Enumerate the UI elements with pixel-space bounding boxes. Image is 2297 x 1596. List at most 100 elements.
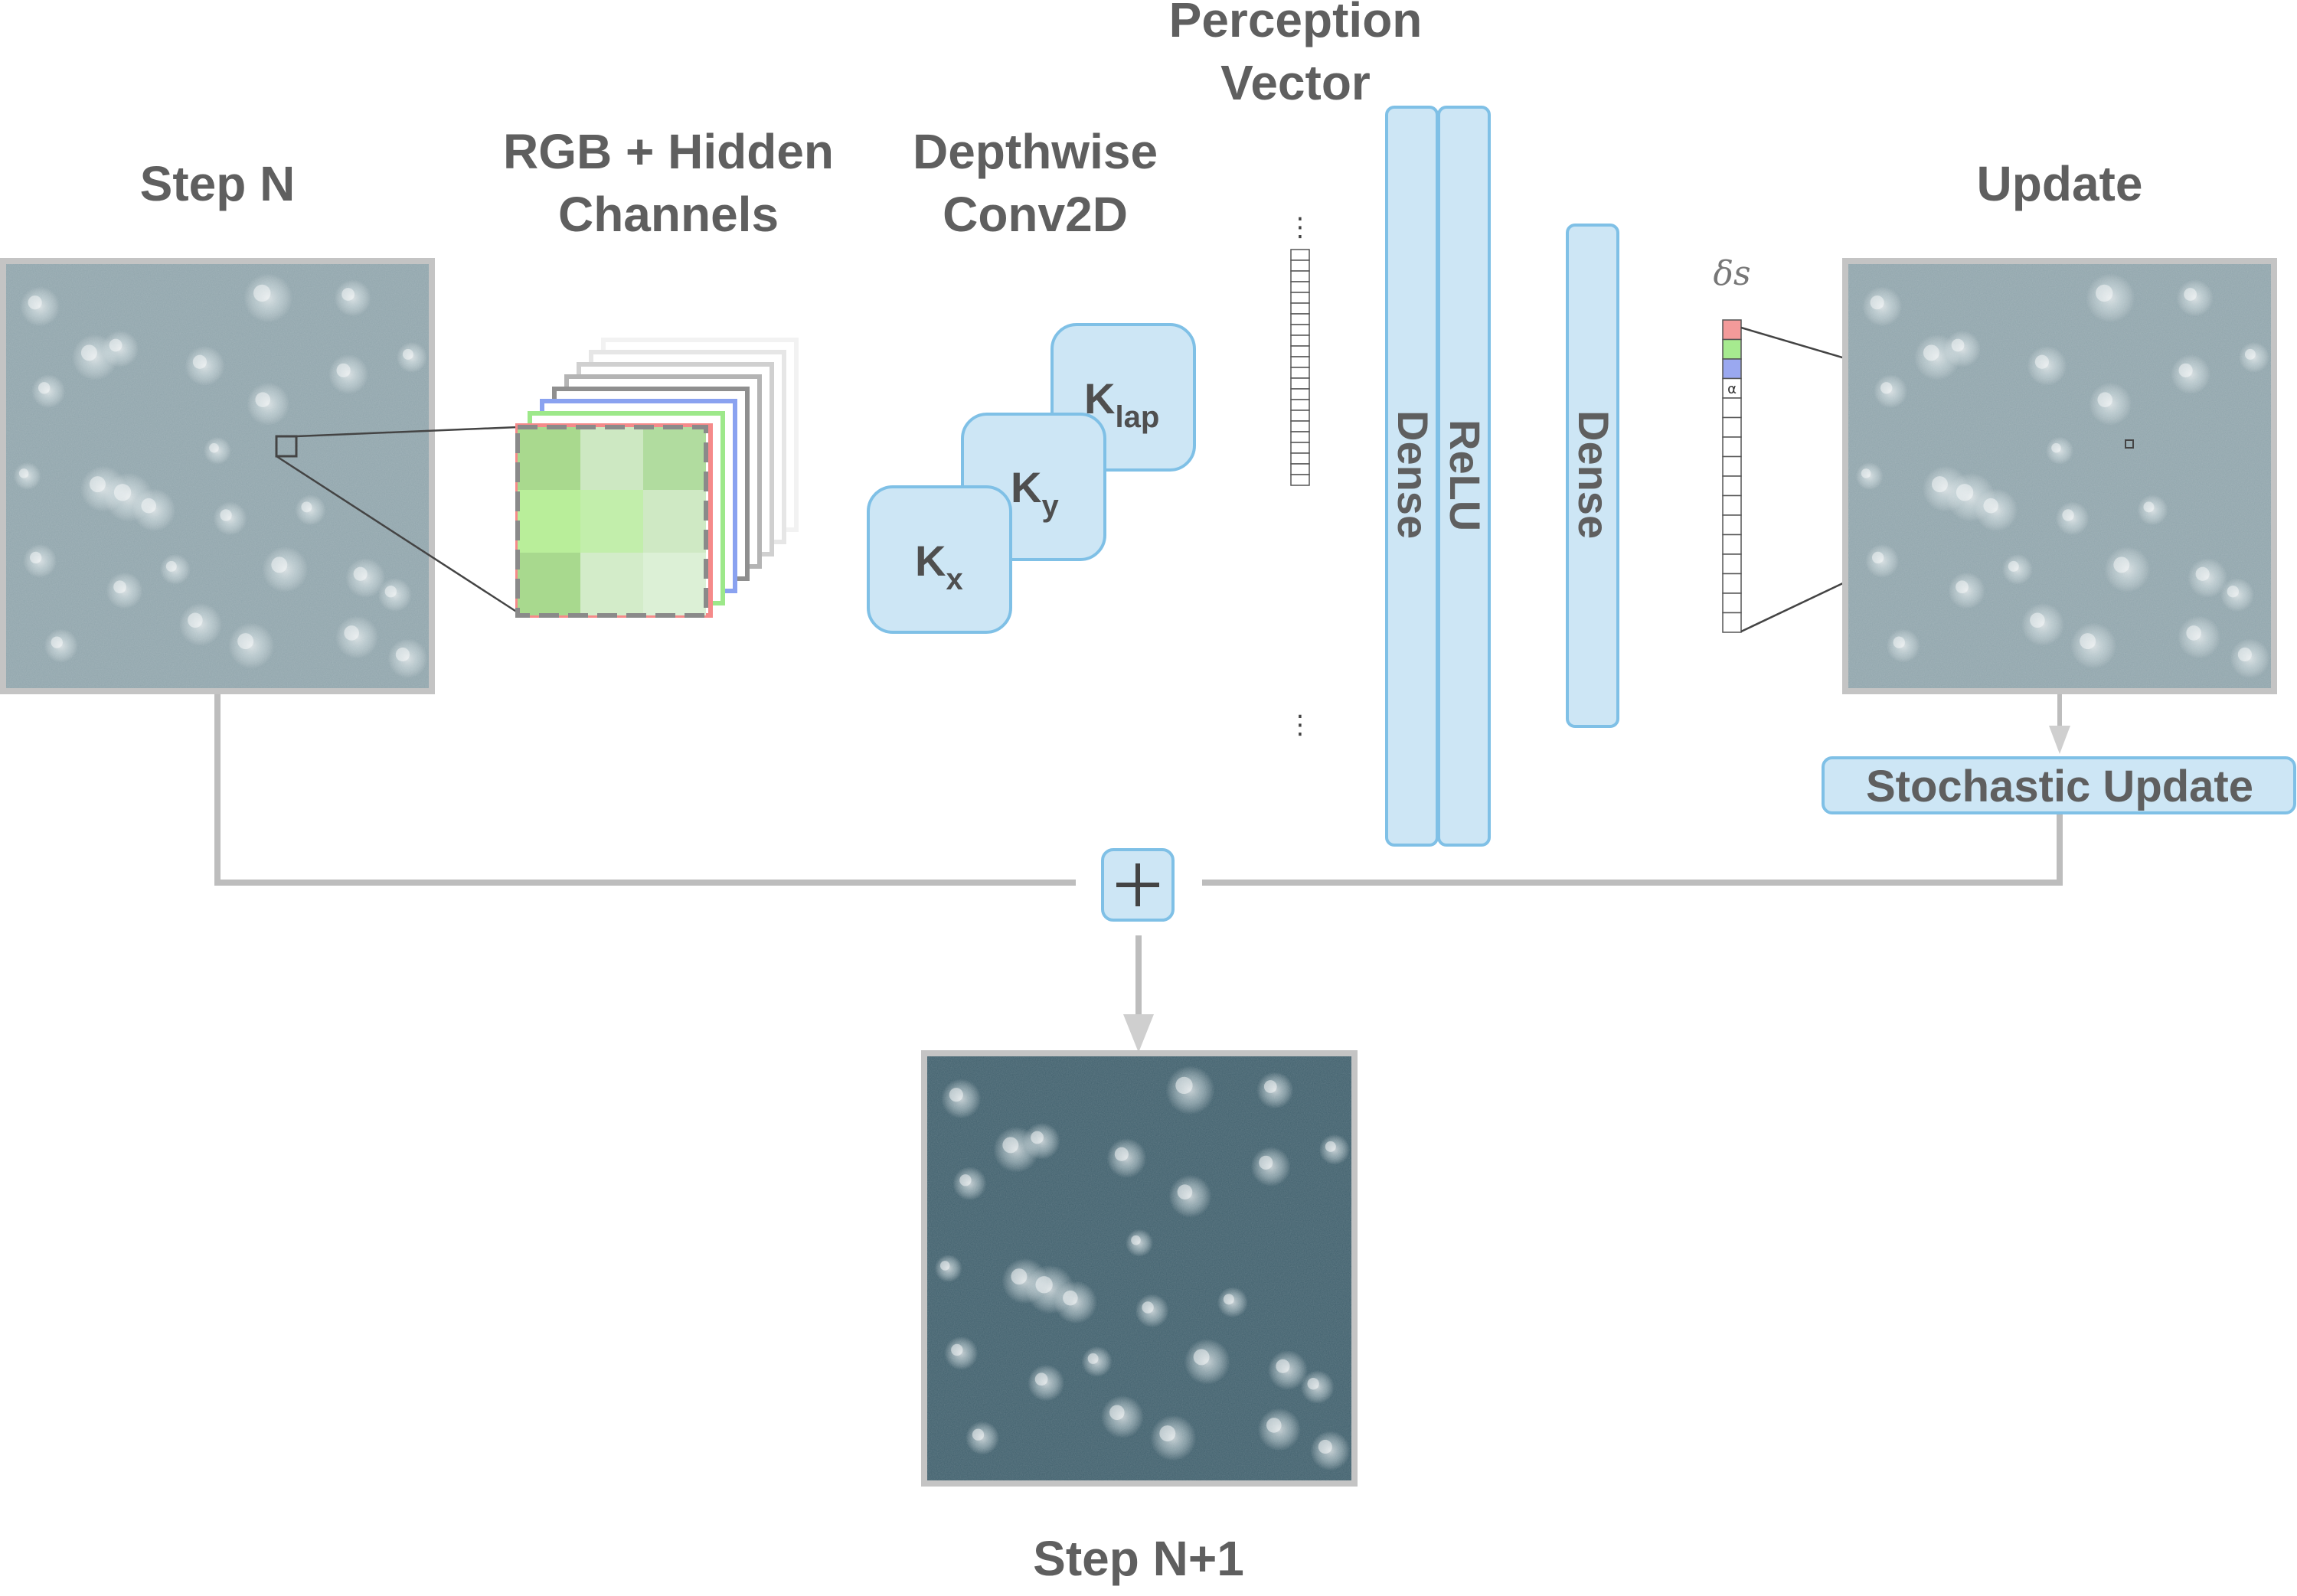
kernel-y-base: K (1011, 463, 1041, 511)
cell-blob (2178, 615, 2221, 659)
cell-blob (1100, 1395, 1144, 1438)
kernel-x: Kx (867, 485, 1012, 634)
conv-label-line1: Depthwise (913, 124, 1158, 179)
dense-layer-1-label: Dense (1389, 410, 1437, 539)
kernel-x-base: K (915, 537, 946, 585)
cell-blob-highlight (1956, 484, 1974, 501)
cell-blob-highlight (1223, 1294, 1234, 1305)
add-to-step-n1-arrowhead (1123, 1014, 1154, 1053)
cell-blob (262, 546, 309, 592)
cell-blob (2001, 553, 2033, 585)
delta-cell (1722, 319, 1742, 341)
step-n1-label: Step N+1 (1033, 1531, 1244, 1586)
cell-blob (102, 330, 139, 367)
cell-blob-highlight (2097, 392, 2113, 408)
cell-blob (966, 1421, 1000, 1455)
perception-cell (1290, 270, 1310, 282)
cell-blob (1106, 1137, 1147, 1178)
add-node (1101, 848, 1175, 922)
delta-cell (1722, 338, 1742, 360)
cell-blob (396, 341, 427, 373)
cell-blob (1874, 374, 1908, 409)
perception-cell (1290, 463, 1310, 475)
perception-cell (1290, 431, 1310, 443)
cell-blob-highlight (1983, 498, 1998, 514)
delta-cell (1722, 494, 1742, 516)
cell-blob-highlight (192, 354, 207, 369)
cell-blob-highlight (2237, 647, 2252, 662)
cell-blob-highlight (188, 612, 203, 628)
delta-cell (1722, 514, 1742, 536)
cell-blob (952, 1167, 987, 1201)
cell-blob-highlight (1177, 1184, 1193, 1200)
cell-blob (1257, 1408, 1301, 1451)
kernel-lap-sub: lap (1115, 400, 1159, 434)
cell-blob (2137, 494, 2168, 526)
cell-blob (1028, 1364, 1065, 1402)
cell-blob-highlight (972, 1428, 985, 1441)
cell-blob (335, 615, 379, 659)
cell-blob (334, 279, 371, 317)
cell-blob-highlight (253, 284, 271, 302)
cell-blob (2021, 602, 2064, 646)
cell-blob (2104, 546, 2151, 592)
cell-blobs (934, 1066, 1351, 1471)
cell-blob-highlight (109, 338, 123, 352)
update-image (1842, 258, 2277, 694)
cell-blob (2055, 501, 2090, 536)
cell-blob-highlight (1031, 1131, 1044, 1144)
cell-blob (1256, 1072, 1294, 1109)
cell-blobs (13, 273, 428, 679)
cell-blob-highlight (2051, 442, 2061, 453)
cell-blob-highlight (1931, 476, 1948, 493)
cell-blob (228, 622, 275, 669)
cell-blob-highlight (344, 625, 359, 641)
perception-cell (1290, 442, 1310, 454)
step-n-to-add-line (214, 694, 1076, 886)
cell-blob (1886, 628, 1920, 663)
cell-blob-highlight (2195, 566, 2210, 581)
delta-cell (1722, 397, 1742, 419)
cell-blob (1054, 1281, 1097, 1324)
cell-blob (2086, 273, 2135, 323)
delta-cell (1722, 455, 1742, 477)
cell-blob (1168, 1174, 1212, 1218)
delta-cell (1722, 534, 1742, 555)
perception-cell (1290, 324, 1310, 336)
delta-cell (1722, 592, 1742, 614)
perception-vector (1290, 249, 1310, 486)
cell-blob-highlight (2062, 509, 2074, 521)
perception-label-line2: Vector (1220, 55, 1371, 110)
delta-cell (1722, 436, 1742, 458)
cell-blob (185, 345, 225, 386)
cell-blob (934, 1255, 962, 1282)
update-zoom-cell (2125, 439, 2134, 449)
cell-blob (106, 572, 143, 609)
cell-blob-highlight (89, 476, 106, 493)
cell-blob-highlight (1142, 1301, 1154, 1314)
cell-blob-highlight (1159, 1425, 1176, 1442)
cell-blob-highlight (80, 344, 97, 361)
conv-label-line2: Conv2D (943, 187, 1128, 242)
cell-blob-highlight (2113, 556, 2130, 573)
cell-blob (20, 286, 60, 327)
cell-blob (944, 1336, 979, 1370)
cell-blob (2220, 578, 2254, 612)
cell-blob (2046, 436, 2073, 465)
cell-blob-highlight (341, 288, 355, 301)
cell-blob-highlight (113, 484, 132, 501)
cell-blob-highlight (353, 566, 368, 581)
cell-blob-highlight (1011, 1268, 1028, 1285)
cell-blob (1217, 1287, 1248, 1318)
cell-blob-highlight (402, 348, 413, 360)
cell-blob (941, 1079, 982, 1119)
step-n1-image (921, 1050, 1358, 1487)
cell-blob-highlight (220, 509, 232, 521)
step-n-label: Step N (140, 156, 296, 211)
cell-blobs (1855, 273, 2270, 679)
cell-blob (1165, 1066, 1215, 1115)
cell-blob-highlight (2096, 284, 2113, 302)
cell-blob (387, 638, 428, 679)
relu-layer: ReLU (1437, 106, 1491, 847)
cell-blob (2089, 382, 2132, 426)
